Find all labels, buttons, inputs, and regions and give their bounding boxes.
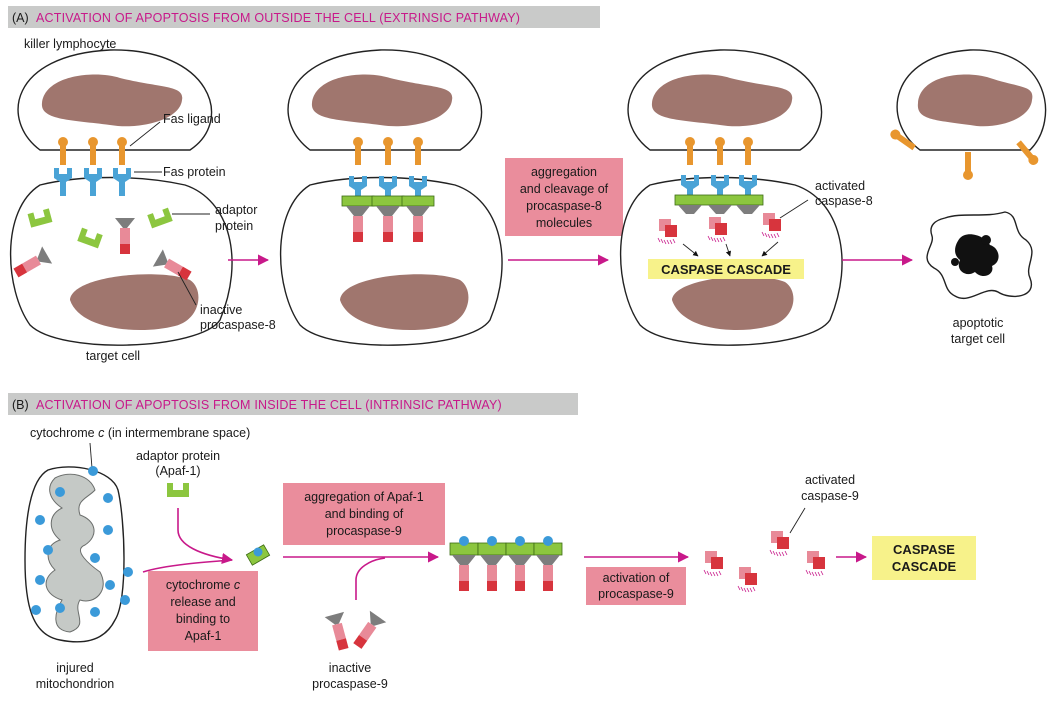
- arrow-b-procasp-join: [355, 557, 386, 600]
- caspase-cascade-a-text: CASPASE CASCADE: [661, 262, 791, 277]
- apoptotic-target-cell-label-line1: apoptotic: [953, 316, 1004, 330]
- step-box-aggregation: [505, 158, 623, 236]
- activated-caspase-8-label-line2: caspase-8: [815, 194, 873, 208]
- caspase-cascade-b-line1: CASPASE: [893, 542, 955, 557]
- injured-mitochondrion-label-line2: mitochondrion: [36, 677, 115, 691]
- aggregation-box: [283, 483, 445, 545]
- arrow-b-cyt-release: [142, 559, 233, 573]
- stage-2: [279, 49, 503, 346]
- release-box-line3: binding to: [176, 612, 230, 626]
- step-box-line1: aggregation: [531, 165, 597, 179]
- adaptor-apaf1-label-line1: adaptor protein: [136, 449, 220, 463]
- aggregated-receptors-3: [674, 175, 764, 214]
- injured-mitochondrion: [24, 466, 133, 643]
- release-box-line1: cytochrome c: [166, 578, 241, 592]
- activated-caspase-9-label-line2: caspase-9: [801, 489, 859, 503]
- panel-a: (A) ACTIVATION OF APOPTOSIS FROM OUTSIDE…: [8, 6, 1047, 363]
- injured-mitochondrion-label-line1: injured: [56, 661, 94, 675]
- panel-b-title: ACTIVATION OF APOPTOSIS FROM INSIDE THE …: [36, 398, 502, 412]
- stage-1-target-cell: [9, 176, 233, 346]
- apoptotic-target-cell-label-line2: target cell: [951, 332, 1005, 346]
- apoptosome: [449, 535, 563, 592]
- aggregation-box-line3: procaspase-9: [326, 524, 402, 538]
- activated-caspase-9-fragments: [703, 530, 826, 593]
- stage-1-killer-lymphocyte: [17, 49, 213, 151]
- cytochrome-label: cytochrome c (in intermembrane space): [30, 426, 250, 440]
- inactive-procaspase-9: [324, 610, 387, 652]
- panel-b-letter: (B): [12, 398, 29, 412]
- fas-protein-label: Fas protein: [163, 165, 226, 179]
- activated-caspase-8-label-line1: activated: [815, 179, 865, 193]
- release-box: [148, 571, 258, 651]
- panel-a-title: ACTIVATION OF APOPTOSIS FROM OUTSIDE THE…: [36, 11, 520, 25]
- stage-4-lymphocyte: [896, 49, 1047, 151]
- activation-box-line1: activation of: [603, 571, 670, 585]
- step-box-line4: molecules: [536, 216, 592, 230]
- inactive-procaspase-8-label-line1: inactive: [200, 303, 242, 317]
- activated-caspase-9-label-line1: activated: [805, 473, 855, 487]
- activation-box-line2: procaspase-9: [598, 587, 674, 601]
- caspase-cascade-box-a: [648, 259, 804, 279]
- apaf1-free: [167, 483, 189, 497]
- release-box-line2: release and: [170, 595, 235, 609]
- adaptor-protein-label-line2: protein: [215, 219, 253, 233]
- aggregated-complex-2: [341, 175, 435, 243]
- step-box-line2: and cleavage of: [520, 182, 609, 196]
- inactive-procaspase-9-label-line1: inactive: [329, 661, 371, 675]
- apoptotic-target-cell: [926, 211, 1033, 299]
- caspase-cascade-b-line2: CASCADE: [892, 559, 957, 574]
- panel-b: (B) ACTIVATION OF APOPTOSIS FROM INSIDE …: [8, 393, 976, 691]
- target-cell-label: target cell: [86, 349, 140, 363]
- aggregation-box-line1: aggregation of Apaf-1: [304, 490, 424, 504]
- caspase-cascade-box-b: [872, 536, 976, 580]
- cytochrome-c-molecules: [31, 466, 133, 617]
- fas-ligand-label: Fas ligand: [163, 112, 221, 126]
- panel-b-header-bg: [8, 393, 578, 415]
- activation-box: [586, 567, 686, 605]
- arrow-b-apaf-down: [177, 508, 234, 564]
- panel-a-letter: (A): [12, 11, 29, 25]
- inactive-procaspase-9-label-line2: procaspase-9: [312, 677, 388, 691]
- adaptor-apaf1-label-line2: (Apaf-1): [155, 464, 200, 478]
- fas-proteins-1: [54, 168, 131, 196]
- inactive-procaspase-8-label-line2: procaspase-8: [200, 318, 276, 332]
- killer-lymphocyte-label: killer lymphocyte: [24, 37, 116, 51]
- release-box-line4: Apaf-1: [185, 629, 222, 643]
- adaptor-protein-label-line1: adaptor: [215, 203, 257, 217]
- step-box-line3: procaspase-8: [526, 199, 602, 213]
- apaf1-cytochrome-bound: [245, 544, 271, 566]
- panel-a-header-bg: [8, 6, 600, 28]
- aggregation-box-line2: and binding of: [325, 507, 404, 521]
